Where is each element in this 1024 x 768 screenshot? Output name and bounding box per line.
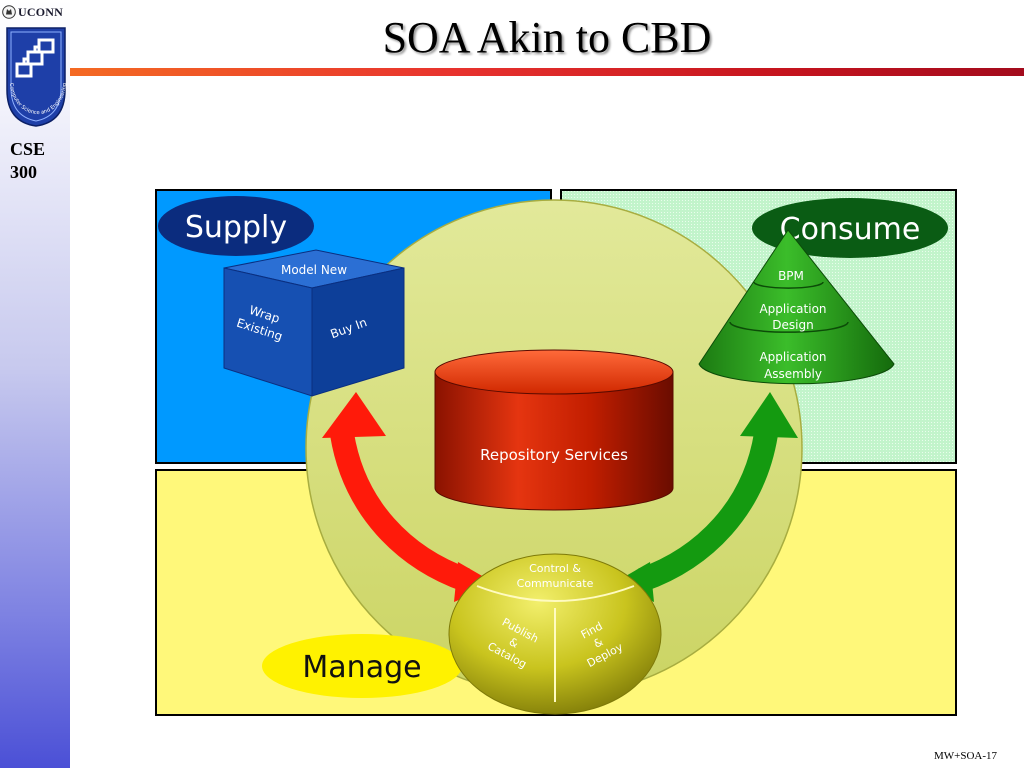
- course-line2: 300: [10, 162, 37, 182]
- repository-label: Repository Services: [480, 446, 628, 464]
- sphere-top-label-2: Communicate: [517, 577, 594, 590]
- manage-oval: [262, 634, 462, 698]
- cone-tier2-label-1: Application: [759, 302, 826, 316]
- brand-text: UCONN: [18, 4, 63, 19]
- sphere-top-label-1: Control &: [529, 562, 581, 575]
- slide-title: SOA Akin to CBD: [382, 13, 712, 62]
- cube-top-label: Model New: [281, 263, 347, 277]
- manage-label: Manage: [302, 650, 421, 685]
- cse-department-logo: Computer Science and Engineering: [6, 27, 68, 127]
- consume-label: Consume: [780, 212, 921, 247]
- manage-sphere: Control & Communicate Publish & Catalog …: [448, 553, 662, 715]
- component-cube: Model New Wrap Existing Buy In: [223, 249, 405, 397]
- consume-oval: [752, 198, 948, 258]
- uconn-seal-icon: [2, 5, 16, 19]
- uconn-brand: UCONN: [2, 3, 63, 21]
- slide-footer: MW+SOA-17: [933, 750, 997, 762]
- header-rule: [70, 68, 1024, 76]
- course-number: CSE 300: [10, 138, 66, 184]
- cone-tier1-label: BPM: [778, 269, 804, 283]
- repository-cylinder: Repository Services: [434, 349, 674, 511]
- cone-tier2-label-2: Design: [772, 318, 813, 332]
- supply-label: Supply: [185, 210, 287, 245]
- cone-tier3-label-1: Application: [759, 350, 826, 364]
- course-line1: CSE: [10, 139, 46, 159]
- component-cone: BPM Application Design Application Assem…: [698, 229, 895, 385]
- supply-oval: [158, 196, 314, 256]
- cone-tier3-label-2: Assembly: [764, 367, 822, 381]
- sidebar: UCONN Computer Science and Engineering C…: [0, 0, 70, 768]
- soa-diagram: Supply Consume Manage Model New Wrap Exi…: [155, 189, 957, 716]
